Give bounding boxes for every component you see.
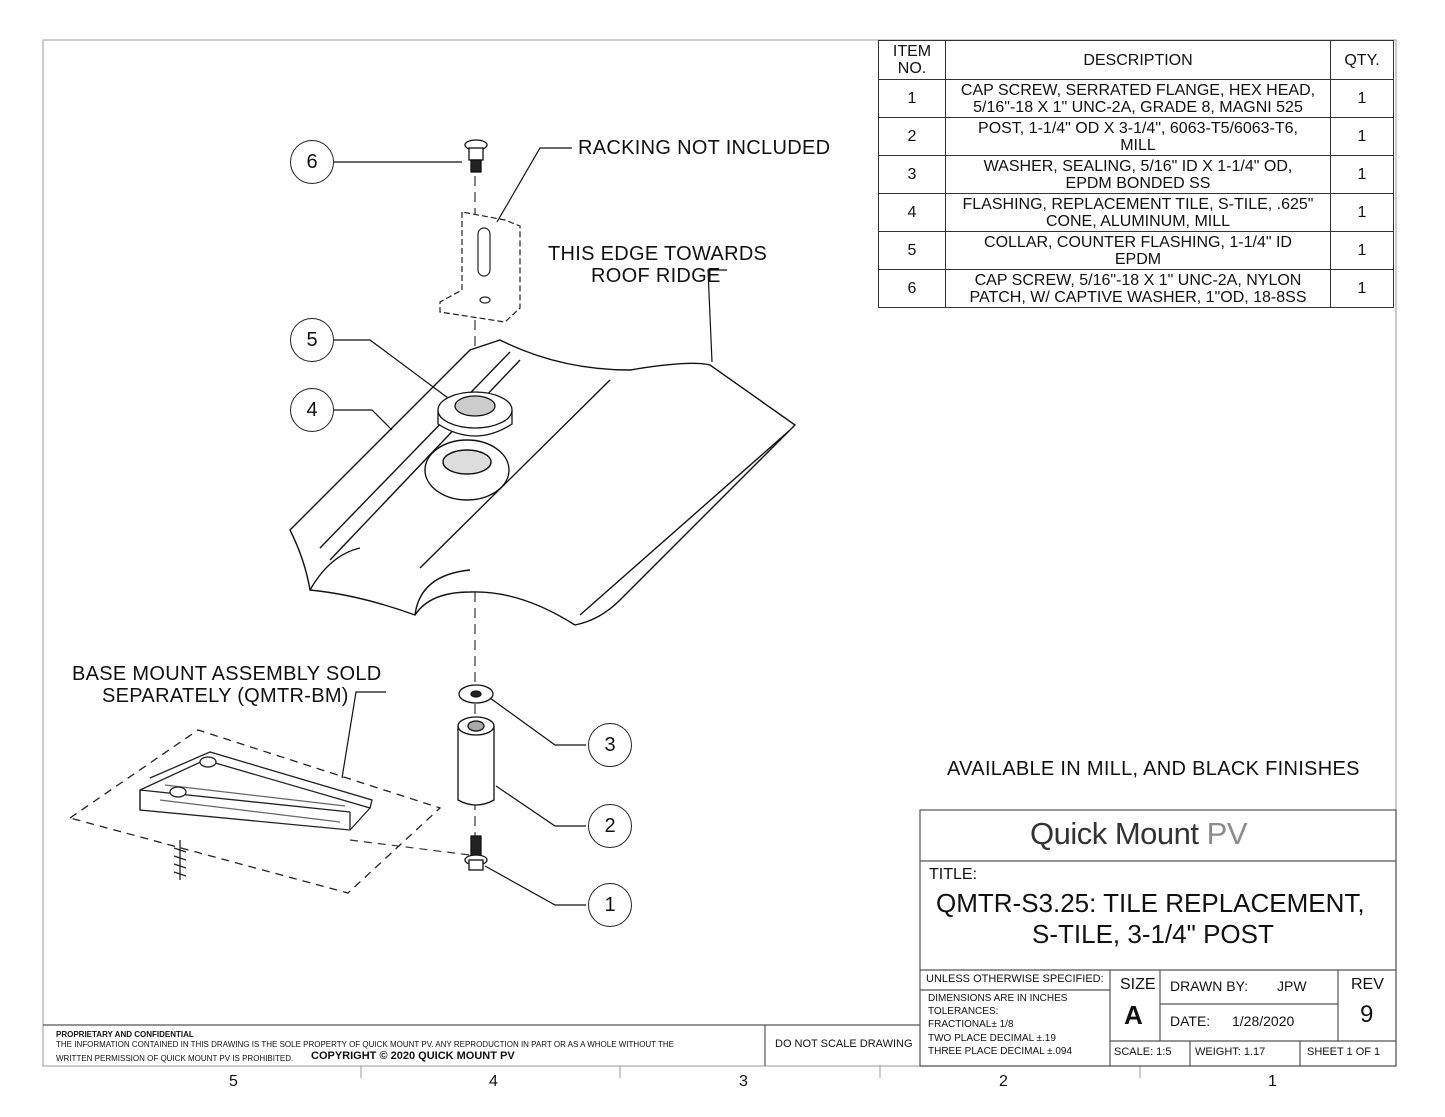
balloon-5: 5 bbox=[290, 318, 334, 362]
balloon-1: 1 bbox=[588, 883, 632, 927]
do-not-scale: DO NOT SCALE DRAWING bbox=[775, 1038, 913, 1050]
two-place-tol: TWO PLACE DECIMAL ±.19 bbox=[928, 1033, 1056, 1044]
bom-item: 6 bbox=[878, 269, 946, 308]
base-note-line2: SEPARATELY (QMTR-BM) bbox=[102, 685, 349, 707]
unless-specified: UNLESS OTHERWISE SPECIFIED: bbox=[926, 973, 1104, 985]
bom-qty: 1 bbox=[1330, 79, 1394, 118]
zone-3: 3 bbox=[739, 1073, 748, 1090]
balloon-2: 2 bbox=[588, 804, 632, 848]
bom-header-description: DESCRIPTION bbox=[945, 40, 1331, 80]
rev-label: REV bbox=[1351, 976, 1384, 993]
drawn-by-value: JPW bbox=[1277, 978, 1307, 994]
zone-2: 2 bbox=[999, 1073, 1008, 1090]
base-mount-assembly bbox=[68, 729, 442, 894]
sheet-number: SHEET 1 OF 1 bbox=[1307, 1046, 1381, 1058]
proprietary-line1: THE INFORMATION CONTAINED IN THIS DRAWIN… bbox=[56, 1040, 675, 1049]
bom-item: 1 bbox=[878, 79, 946, 118]
cap-screw-bottom bbox=[464, 835, 488, 871]
collar bbox=[437, 391, 513, 437]
title-label: TITLE: bbox=[929, 866, 978, 883]
sheet-border bbox=[42, 39, 1397, 1067]
base-axis bbox=[349, 839, 471, 856]
zone-ticks bbox=[360, 1066, 1141, 1078]
copyright: COPYRIGHT © 2020 QUICK MOUNT PV bbox=[311, 1050, 515, 1062]
zone-5: 5 bbox=[229, 1073, 238, 1090]
bom-header-qty: QTY. bbox=[1330, 40, 1394, 80]
bom-item: 4 bbox=[878, 193, 946, 232]
three-place-tol: THREE PLACE DECIMAL ±.094 bbox=[928, 1046, 1073, 1057]
dims-note: DIMENSIONS ARE IN INCHES bbox=[928, 993, 1068, 1004]
title-block-frame bbox=[43, 809, 1397, 1067]
bom-item: 5 bbox=[878, 231, 946, 270]
rev-value: 9 bbox=[1360, 1001, 1374, 1028]
racking-bracket bbox=[439, 211, 521, 323]
base-note-line1: BASE MOUNT ASSEMBLY SOLD bbox=[72, 663, 382, 685]
edge-note-line2: ROOF RIDGE bbox=[591, 265, 721, 287]
bom-description: WASHER, SEALING, 5/16" ID X 1-1/4" OD,EP… bbox=[945, 155, 1331, 194]
cap-screw-top bbox=[464, 139, 488, 173]
scale: SCALE: 1:5 bbox=[1114, 1046, 1172, 1058]
bom-item: 2 bbox=[878, 117, 946, 156]
size-value: A bbox=[1124, 1000, 1143, 1030]
bill-of-materials: ITEM NO. DESCRIPTION QTY. 1 CAP SCREW, S… bbox=[878, 40, 1394, 308]
zone-4: 4 bbox=[489, 1073, 498, 1090]
balloon-6: 6 bbox=[290, 140, 334, 184]
bom-row: 3 WASHER, SEALING, 5/16" ID X 1-1/4" OD,… bbox=[878, 155, 1394, 194]
leader-lines bbox=[334, 147, 727, 906]
title-line1: QMTR-S3.25: TILE REPLACEMENT, bbox=[936, 888, 1365, 918]
bom-qty: 1 bbox=[1330, 155, 1394, 194]
proprietary-heading: PROPRIETARY AND CONFIDENTIAL bbox=[56, 1030, 194, 1039]
size-label: SIZE bbox=[1120, 976, 1156, 993]
bom-row: 1 CAP SCREW, SERRATED FLANGE, HEX HEAD,5… bbox=[878, 79, 1394, 118]
proprietary-line2: WRITTEN PERMISSION OF QUICK MOUNT PV IS … bbox=[56, 1054, 294, 1063]
bom-row: 2 POST, 1-1/4" OD X 3-1/4", 6063-T5/6063… bbox=[878, 117, 1394, 156]
post bbox=[457, 716, 495, 806]
bom-qty: 1 bbox=[1330, 231, 1394, 270]
sealing-washer bbox=[458, 684, 494, 704]
s-tile-flashing bbox=[289, 339, 797, 626]
bom-header-item: ITEM NO. bbox=[878, 40, 946, 80]
bom-description: FLASHING, REPLACEMENT TILE, S-TILE, .625… bbox=[945, 193, 1331, 232]
tolerances-label: TOLERANCES: bbox=[928, 1006, 999, 1017]
fractional-tol: FRACTIONAL± 1/8 bbox=[928, 1019, 1014, 1030]
racking-note: RACKING NOT INCLUDED bbox=[578, 137, 831, 159]
drawn-by-label: DRAWN BY: bbox=[1170, 978, 1249, 994]
balloon-3: 3 bbox=[588, 723, 632, 767]
title-line2: S-TILE, 3-1/4" POST bbox=[1032, 919, 1274, 949]
bom-description: CAP SCREW, SERRATED FLANGE, HEX HEAD,5/1… bbox=[945, 79, 1331, 118]
bom-qty: 1 bbox=[1330, 269, 1394, 308]
zone-1: 1 bbox=[1268, 1073, 1277, 1090]
bom-row: 6 CAP SCREW, 5/16"-18 X 1" UNC-2A, NYLON… bbox=[878, 269, 1394, 308]
weight: WEIGHT: 1.17 bbox=[1195, 1046, 1266, 1058]
bom-qty: 1 bbox=[1330, 117, 1394, 156]
bom-row: 4 FLASHING, REPLACEMENT TILE, S-TILE, .6… bbox=[878, 193, 1394, 232]
bom-qty: 1 bbox=[1330, 193, 1394, 232]
date-label: DATE: bbox=[1170, 1013, 1211, 1029]
edge-note-line1: THIS EDGE TOWARDS bbox=[548, 243, 768, 265]
bom-item: 3 bbox=[878, 155, 946, 194]
date-value: 1/28/2020 bbox=[1232, 1013, 1295, 1029]
bom-description: POST, 1-1/4" OD X 3-1/4", 6063-T5/6063-T… bbox=[945, 117, 1331, 156]
balloon-4: 4 bbox=[290, 388, 334, 432]
company-logo: Quick Mount PV bbox=[1030, 816, 1248, 851]
finishes-note: AVAILABLE IN MILL, AND BLACK FINISHES bbox=[947, 758, 1360, 780]
